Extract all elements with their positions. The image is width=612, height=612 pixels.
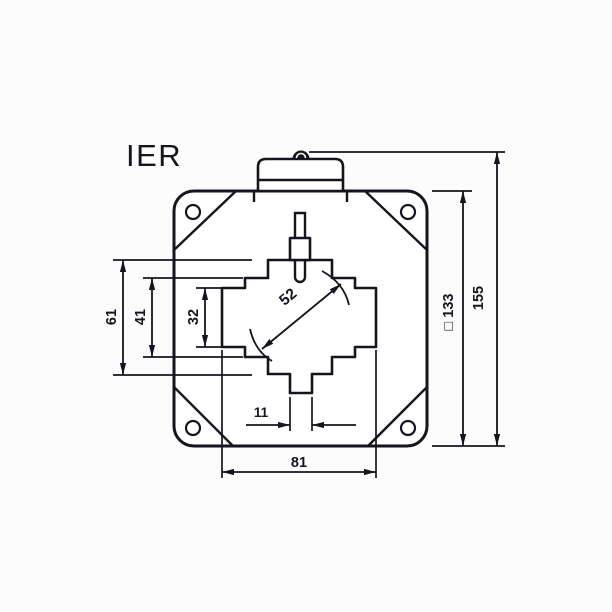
dimension-window-height-outer: 61 <box>104 259 252 376</box>
fixing-hole-top-left <box>184 203 202 221</box>
dimension-label-61: 61 <box>104 309 120 325</box>
terminal-block <box>252 150 349 202</box>
chamfer-line-top-right <box>364 190 428 251</box>
dimension-body-square: □ 133 <box>432 190 505 447</box>
chamfer-line-bottom-left <box>173 386 234 447</box>
terminal-screw-slot-icon <box>295 152 307 159</box>
chamfer-line-top-left <box>173 190 237 251</box>
model-designation: IER <box>126 138 182 173</box>
terminal-block-outline <box>256 157 345 193</box>
dimension-label-81: 81 <box>291 455 307 471</box>
terminal-screw-head <box>292 150 310 159</box>
witness-arc-lower <box>249 328 273 362</box>
stud-nut <box>288 236 312 262</box>
stud-rod <box>293 211 307 239</box>
dimension-window-height-inner: 32 <box>186 287 244 348</box>
stud-slot <box>293 259 307 284</box>
dimension-window-width: 81 <box>221 350 377 478</box>
dimension-label-32: 32 <box>186 309 202 325</box>
chamfer-line-bottom-right <box>367 386 428 447</box>
fixing-hole-bottom-left <box>184 419 202 437</box>
dimension-label-155: 155 <box>471 286 487 310</box>
dimension-overall-height: 155 <box>309 151 505 446</box>
fixing-hole-top-right <box>399 203 417 221</box>
dimension-label-133: □ 133 <box>441 294 457 331</box>
fixing-hole-bottom-right <box>399 419 417 437</box>
dimension-window-height-mid: 41 <box>133 277 243 358</box>
dimension-label-11: 11 <box>254 405 269 420</box>
secondary-terminal-stud <box>288 211 312 284</box>
dimension-bottom-slot-width: 11 <box>246 397 356 431</box>
witness-arc-upper <box>321 270 350 306</box>
dimension-label-41: 41 <box>133 309 149 325</box>
